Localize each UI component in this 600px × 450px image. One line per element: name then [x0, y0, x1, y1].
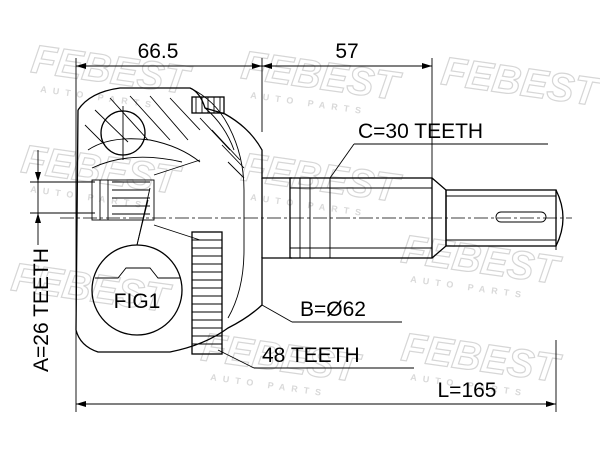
abs-ring-callout: 48 TEETH	[217, 344, 414, 369]
dimension-outer-length: 66.5	[76, 40, 262, 69]
dimension-66-5-label: 66.5	[138, 40, 179, 63]
abs-tone-ring	[191, 231, 223, 355]
dimension-l-165-label: L=165	[438, 379, 497, 402]
spline-c-callout: C=30 TEETH	[329, 120, 548, 179]
spline-c-label: C=30 TEETH	[358, 120, 483, 143]
dimension-57-label: 57	[335, 40, 358, 63]
abs-teeth-label: 48 TEETH	[262, 344, 360, 367]
extension-lines	[30, 58, 557, 412]
fig1-detail: FIG1	[91, 187, 183, 336]
fig1-label: FIG1	[114, 290, 161, 313]
dimension-total-length: L=165	[76, 379, 556, 407]
spline-a-label: A=26 TEETH	[30, 248, 53, 372]
shaft	[261, 177, 564, 259]
dimension-shaft-length: 57	[262, 40, 432, 69]
diameter-b-label: B=Ø62	[300, 298, 366, 321]
diameter-b-callout: B=Ø62	[261, 298, 402, 323]
cv-housing	[75, 87, 292, 353]
dimension-spline-a: A=26 TEETH	[30, 150, 53, 372]
watermark-brand: FEBEST	[439, 49, 600, 115]
